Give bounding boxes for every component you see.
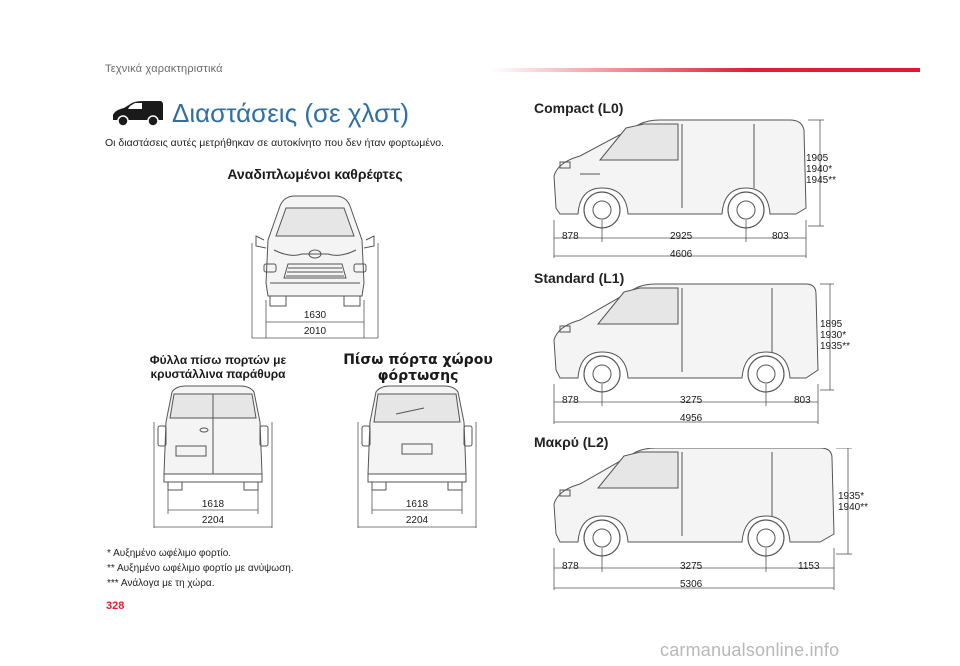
rear-doors-label-line2: κρυστάλλινα παράθυρα	[150, 367, 286, 381]
rear-doors-width-inner: 1618	[201, 499, 225, 510]
l2-length: 5306	[680, 579, 703, 590]
l2-heights: 1935* 1940**	[838, 491, 868, 513]
l1-front-overhang: 878	[562, 395, 579, 406]
variant-title-l0: Compact (L0)	[534, 100, 624, 116]
l1-height-2: 1930*	[820, 330, 847, 341]
variant-title-l1: Standard (L1)	[534, 270, 625, 286]
rear-hatch-label-line1: Πίσω πόρτα χώρου	[343, 352, 493, 368]
footnote-1: * Αυξημένο ωφέλιμο φορτίο.	[107, 548, 232, 559]
rear-hatch-label-line2: φόρτωσης	[377, 368, 459, 384]
l0-rear-overhang: 803	[772, 231, 789, 242]
page-title: Διαστάσεις (σε χλστ)	[172, 98, 410, 128]
l2-height-1: 1935*	[838, 491, 865, 502]
header-rule	[490, 68, 920, 72]
l0-heights: 1905 1940* 1945**	[806, 153, 836, 186]
l1-wheelbase: 3275	[680, 395, 703, 406]
l0-height-1: 1905	[806, 153, 829, 164]
side-view-l2	[553, 448, 852, 590]
l0-height-3: 1945**	[806, 175, 837, 186]
rear-hatch-diagram	[357, 385, 477, 528]
side-view-l1	[553, 283, 834, 424]
l1-rear-overhang: 803	[794, 395, 811, 406]
front-width-outer: 2010	[303, 326, 327, 337]
intro-text: Οι διαστάσεις αυτές μετρήθηκαν σε αυτοκί…	[105, 137, 444, 149]
rear-doors-width-outer: 2204	[201, 515, 225, 526]
front-view-diagram	[251, 195, 379, 339]
side-view-l0	[553, 119, 824, 258]
l2-height-2: 1940**	[838, 502, 869, 513]
footnote-2: ** Αυξημένο ωφέλιμο φορτίο με ανύψωση.	[107, 563, 294, 574]
rear-doors-label-line1: Φύλλα πίσω πορτών με	[149, 353, 287, 367]
rear-doors-label: Φύλλα πίσω πορτών με κρυστάλλινα παράθυρ…	[148, 353, 288, 381]
section-header: Τεχνικά χαρακτηριστικά	[105, 63, 223, 75]
rear-hatch-width-outer: 2204	[405, 515, 429, 526]
rear-hatch-width-inner: 1618	[405, 499, 429, 510]
variant-title-l2: Μακρύ (L2)	[534, 434, 609, 450]
page-number: 328	[106, 600, 125, 612]
l2-wheelbase: 3275	[680, 561, 703, 572]
front-view-label: Αναδιπλωμένοι καθρέφτες	[227, 166, 403, 182]
l1-length: 4956	[680, 413, 703, 424]
rear-doors-diagram	[153, 385, 273, 528]
rear-hatch-label: Πίσω πόρτα χώρου φόρτωσης	[338, 352, 498, 384]
l0-front-overhang: 878	[562, 231, 579, 242]
l0-length: 4606	[670, 249, 693, 260]
front-width-inner: 1630	[303, 310, 327, 321]
l2-rear-overhang: 1153	[798, 561, 820, 572]
l0-wheelbase: 2925	[670, 231, 693, 242]
l2-front-overhang: 878	[562, 561, 579, 572]
watermark: carmanualsonline.info	[660, 640, 840, 660]
l0-height-2: 1940*	[806, 164, 833, 175]
van-icon	[113, 101, 163, 127]
l1-heights: 1895 1930* 1935**	[820, 319, 850, 352]
l1-height-3: 1935**	[820, 341, 851, 352]
l1-height-1: 1895	[820, 319, 843, 330]
footnote-3: *** Ανάλογα με τη χώρα.	[107, 578, 215, 589]
